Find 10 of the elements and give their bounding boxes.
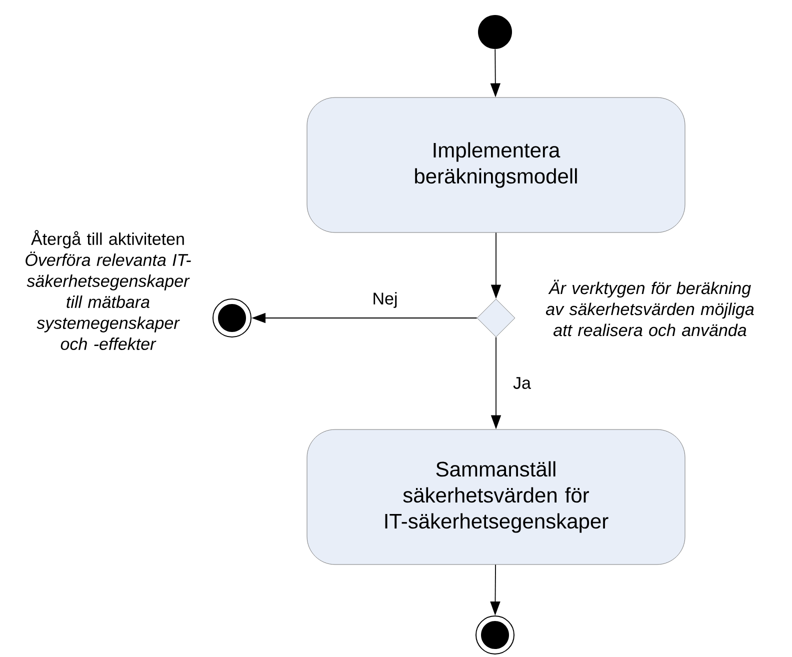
- start-node: [478, 15, 512, 49]
- activity-box: Implementera beräkningsmodell: [306, 97, 686, 233]
- edge-label: Ja: [512, 376, 532, 390]
- final-node: [476, 616, 514, 654]
- final-node: [212, 298, 252, 338]
- node-caption: Är verktygen för beräkning av säkerhetsvärden möjliga att realisera och använda: [546, 280, 754, 336]
- decision-diamond: [476, 298, 516, 338]
- edge-label: Nej: [371, 291, 399, 309]
- activity-box: Sammanställ säkerhetsvärden för IT-säkerhetsegenskaper: [306, 429, 686, 565]
- node-caption: Återgå till aktiviteten Överföra relevanta IT-säkerhetsegenskaper till mätbara systemegenskaper och -effekter: [26, 230, 191, 350]
